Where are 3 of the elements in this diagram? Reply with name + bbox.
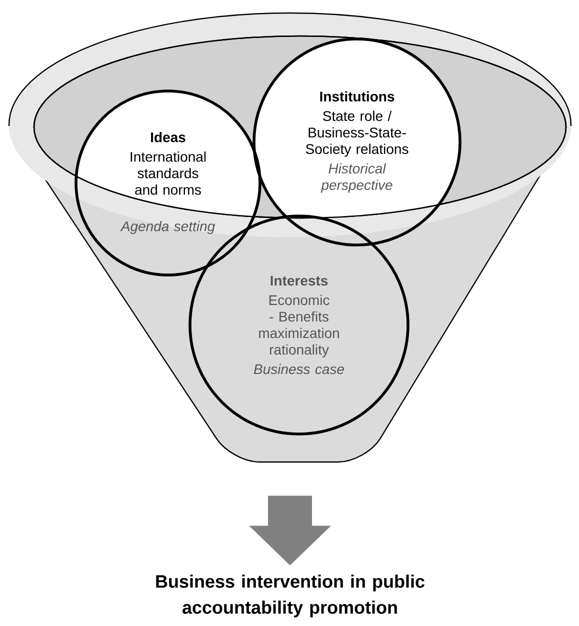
result-text: Business intervention in public accountability promotion: [156, 574, 424, 618]
arrow: [249, 496, 331, 566]
funnel-drawing: [8, 12, 572, 463]
